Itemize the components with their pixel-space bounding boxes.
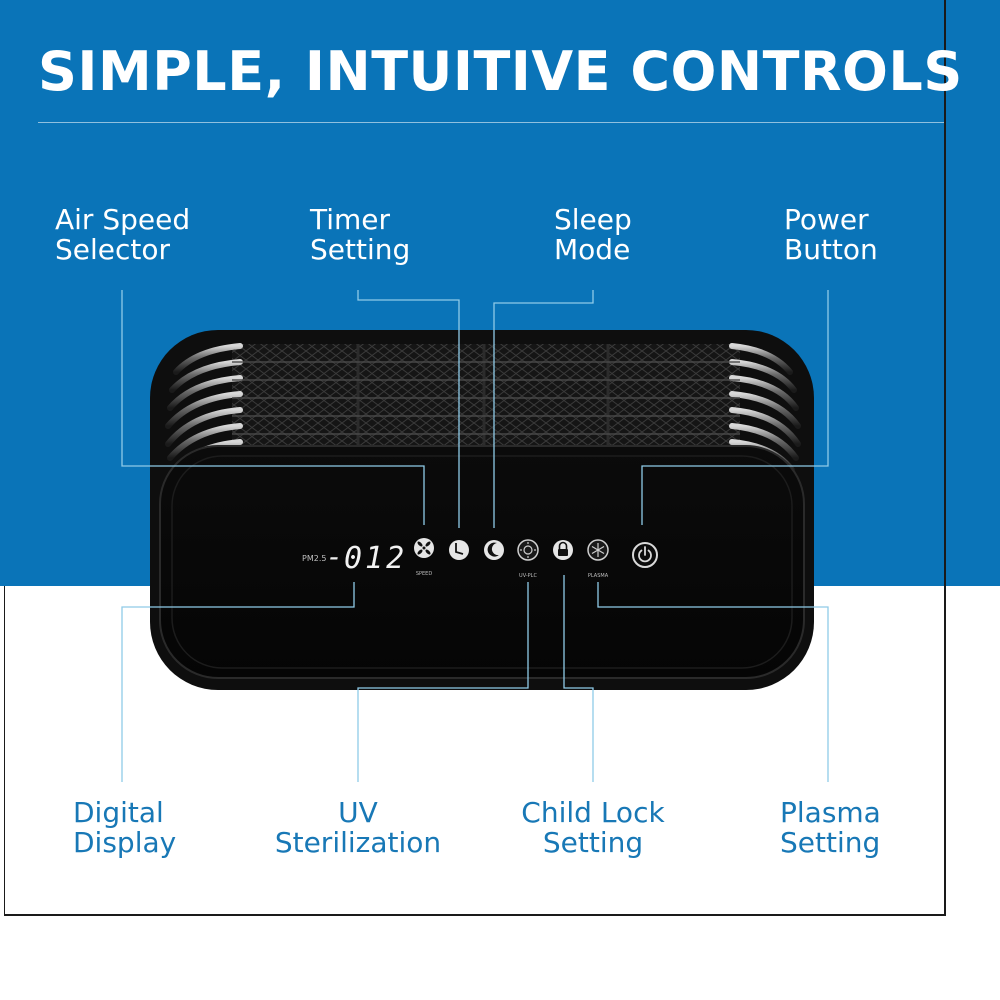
frame-right-line	[944, 0, 946, 916]
label-uv-sterilization: UV Sterilization	[274, 796, 442, 859]
leader-timer	[357, 290, 460, 528]
leader-uv	[357, 582, 529, 782]
leader-plasma	[597, 582, 829, 782]
timer-button[interactable]	[449, 540, 469, 560]
label-digital-display: Digital Display	[73, 796, 177, 859]
uv-sun-icon	[520, 542, 536, 558]
title-underline	[38, 122, 944, 123]
sleep-button[interactable]	[484, 540, 504, 560]
leader-air-speed	[121, 290, 425, 525]
air-speed-button[interactable]: SPEED	[414, 538, 434, 577]
digital-display: PM2.5 - 012	[302, 540, 407, 576]
display-value: 012	[344, 541, 407, 576]
speed-tiny-label: SPEED	[416, 571, 433, 577]
frame-left-line	[4, 586, 5, 916]
plasma-tiny-label: PLASMA	[588, 573, 609, 579]
display-prefix: -	[326, 540, 343, 573]
label-sleep-mode: Sleep Mode	[554, 203, 632, 266]
plasma-snowflake-icon	[591, 543, 605, 557]
power-icon	[638, 546, 652, 563]
leader-power	[641, 290, 829, 525]
clock-icon	[455, 543, 464, 555]
label-air-speed-selector: Air Speed Selector	[55, 203, 191, 266]
display-small-label: PM2.5	[302, 554, 326, 563]
uv-button[interactable]: UV-PLC	[517, 539, 539, 579]
frame-bottom-line	[4, 914, 946, 916]
control-panel	[159, 445, 805, 679]
page-title: SIMPLE, INTUITIVE CONTROLS	[38, 40, 963, 103]
label-power-button: Power Button	[784, 203, 878, 266]
label-child-lock-setting: Child Lock Setting	[521, 796, 665, 859]
moon-icon	[487, 542, 499, 557]
fan-icon	[417, 541, 431, 555]
lock-icon	[558, 541, 568, 556]
child-lock-button[interactable]	[553, 540, 573, 560]
uv-tiny-label: UV-PLC	[519, 573, 537, 579]
plasma-button[interactable]: PLASMA	[587, 539, 609, 579]
power-button[interactable]	[632, 542, 658, 568]
leader-child-lock	[563, 575, 594, 782]
label-plasma-setting: Plasma Setting	[780, 796, 881, 859]
leader-sleep	[493, 290, 594, 528]
label-timer-setting: Timer Setting	[310, 203, 411, 266]
leader-display	[121, 582, 355, 782]
